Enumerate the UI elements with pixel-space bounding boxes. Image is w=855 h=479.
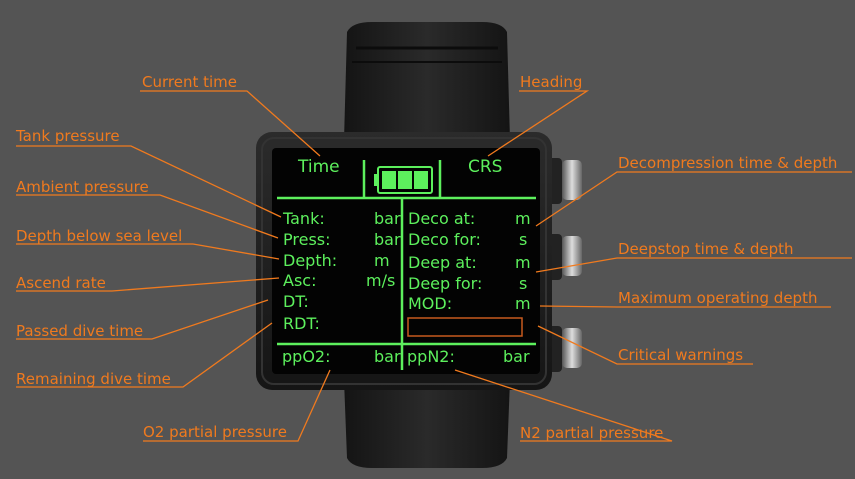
callout-tank-pressure: Tank pressure (16, 127, 120, 145)
deco-at-label: Deco at: (408, 209, 476, 228)
strap-bottom (344, 380, 510, 468)
tank-label: Tank: (283, 209, 325, 228)
callout-deco: Decompression time & depth (618, 154, 838, 172)
ppo2-unit: bar (374, 347, 401, 366)
callout-depth: Depth below sea level (16, 227, 183, 245)
warning-box (407, 317, 523, 337)
strap-top (344, 22, 510, 140)
deep-at-unit: m (515, 253, 531, 272)
ppn2-label: ppN2: (407, 347, 455, 366)
callout-n2-partial: N2 partial pressure (520, 424, 664, 442)
dt-label: DT: (283, 292, 309, 311)
callout-deepstop: Deepstop time & depth (618, 240, 794, 258)
depth-unit: m (374, 251, 390, 270)
callout-mod: Maximum operating depth (618, 289, 818, 307)
callout-o2-partial: O2 partial pressure (143, 423, 287, 441)
deep-for-label: Deep for: (408, 274, 483, 293)
callout-remaining-time: Remaining dive time (16, 370, 171, 388)
ppo2-label: ppO2: (282, 347, 331, 366)
deep-at-label: Deep at: (408, 253, 477, 272)
lcd-grid (277, 160, 536, 370)
mod-unit: m (515, 294, 531, 313)
deco-for-unit: s (519, 230, 528, 249)
asc-label: Asc: (283, 271, 317, 290)
press-unit: bar (374, 230, 401, 249)
callout-ascend-rate: Ascend rate (16, 274, 106, 292)
ppn2-unit: bar (503, 347, 530, 366)
deco-at-unit: m (515, 209, 531, 228)
deco-for-label: Deco for: (408, 230, 481, 249)
tank-unit: bar (374, 209, 401, 228)
leader-lines (16, 90, 852, 442)
heading-label: CRS (468, 157, 503, 177)
battery-icon (374, 166, 433, 194)
rdt-label: RDT: (283, 314, 320, 333)
depth-label: Depth: (283, 251, 338, 270)
callout-warnings: Critical warnings (618, 346, 744, 364)
press-label: Press: (283, 230, 331, 249)
callout-passed-time: Passed dive time (16, 322, 144, 340)
mod-label: MOD: (408, 294, 453, 313)
deep-for-unit: s (519, 274, 528, 293)
callout-ambient-pressure: Ambient pressure (16, 178, 149, 196)
asc-unit: m/s (366, 271, 396, 290)
time-label: Time (298, 157, 340, 177)
callout-current-time: Current time (142, 73, 237, 91)
callout-heading: Heading (520, 73, 583, 91)
